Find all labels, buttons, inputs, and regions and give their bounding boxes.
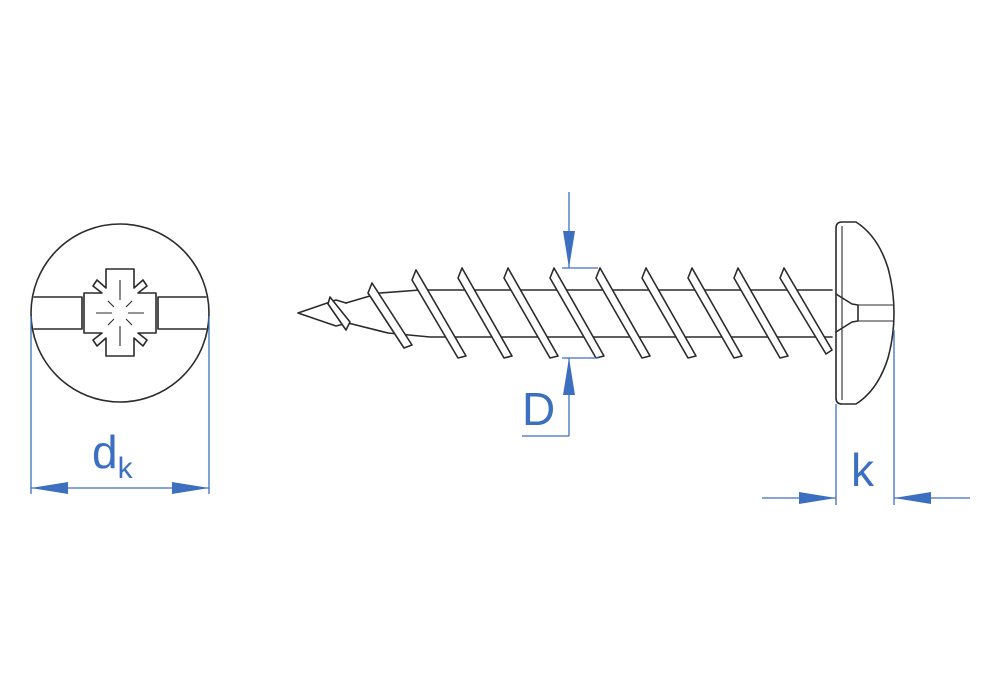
head-diameter-dimension: dk	[30, 316, 210, 494]
thread-crest-5	[503, 267, 559, 359]
thread-flanks	[327, 267, 833, 359]
dk-arrow-left	[31, 482, 68, 494]
thread-crest-6	[549, 267, 605, 359]
pozidriv-cross-recess	[83, 268, 157, 357]
head-outline-circle	[30, 223, 210, 403]
thread-crest-11	[779, 267, 833, 355]
thread-crest-4	[457, 267, 513, 359]
dk-arrow-right	[172, 482, 209, 494]
thread-diameter-dimension: D	[522, 192, 598, 437]
head-recess-side	[835, 293, 859, 333]
screw-side-view	[297, 221, 895, 405]
thread-crest-9	[687, 267, 743, 359]
D-arrow-top	[563, 231, 575, 268]
D-label: D	[522, 383, 555, 435]
k-label: k	[851, 444, 875, 496]
head-top-view	[30, 223, 210, 403]
thread-crest-2	[367, 282, 413, 349]
thread-crest-8	[641, 267, 697, 359]
D-arrow-bottom	[563, 358, 575, 395]
thread-crest-3	[411, 269, 467, 359]
screw-head-side	[835, 221, 895, 405]
k-arrow-left	[799, 492, 836, 504]
thread-crest-7	[595, 267, 651, 359]
pozidriv-inner-lines	[96, 280, 144, 346]
dk-label: dk	[92, 426, 134, 485]
k-arrow-right	[894, 492, 931, 504]
head-height-dimension: k	[762, 330, 970, 505]
thread-crest-10	[733, 267, 789, 359]
thread-crest-1	[327, 296, 351, 331]
head-slot-side	[858, 304, 894, 322]
shank-core-top	[345, 289, 833, 304]
